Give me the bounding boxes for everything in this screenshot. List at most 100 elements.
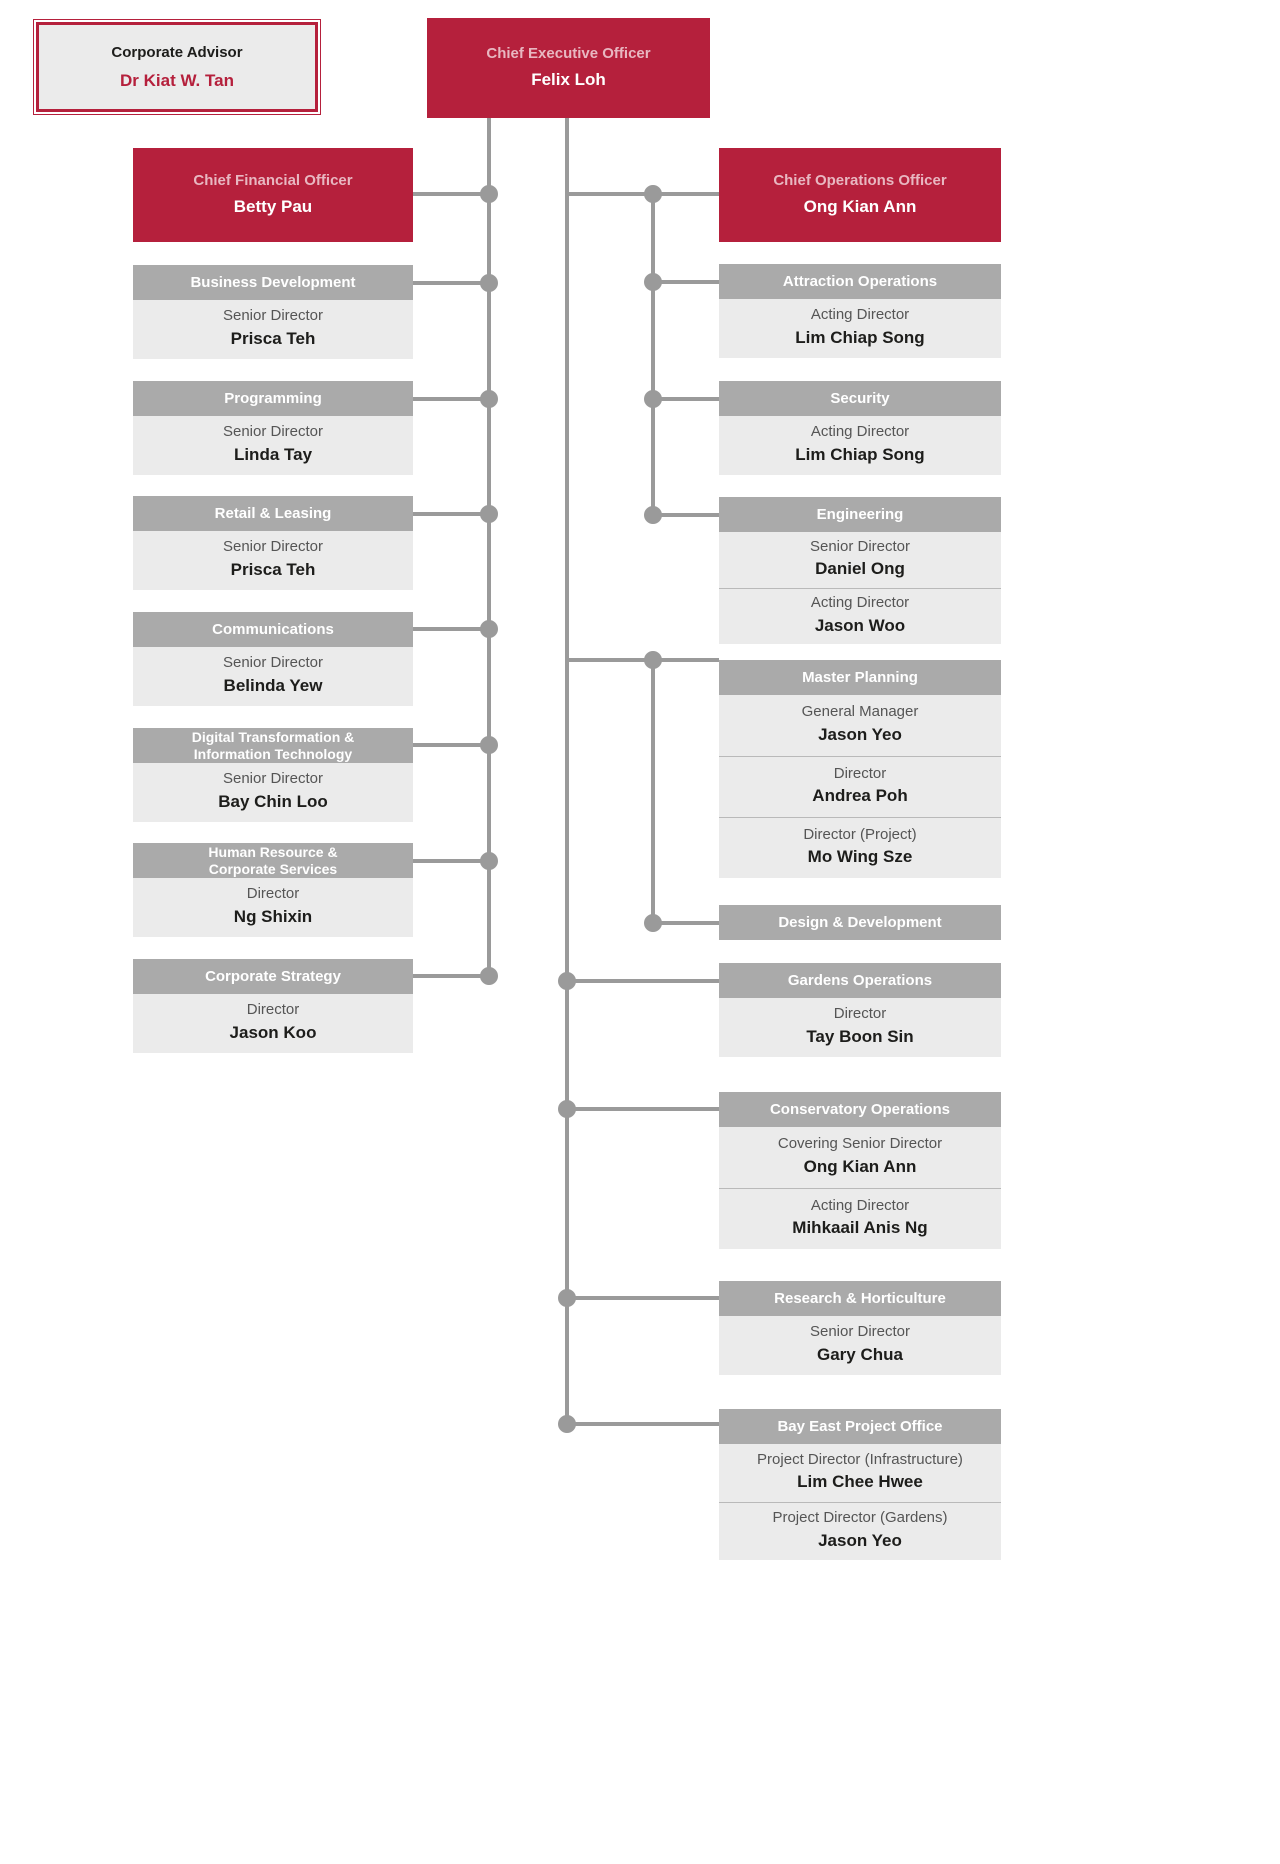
person-entry: Senior Director Linda Tay <box>133 416 413 475</box>
person-role: Senior Director <box>222 423 324 441</box>
unit-body: Director Ng Shixin <box>133 878 413 937</box>
person-name: Ong Kian Ann <box>803 1156 917 1176</box>
unit-body: Senior Director Bay Chin Loo <box>133 763 413 822</box>
person-name: Lim Chiap Song <box>795 327 925 347</box>
unit-body: Senior Director Gary Chua <box>719 1316 1001 1375</box>
person-entry: Senior Director Gary Chua <box>719 1316 1001 1375</box>
person-entry: Project Director (Gardens) Jason Yeo <box>719 1502 1001 1560</box>
person-entry: Senior Director Bay Chin Loo <box>133 763 413 822</box>
unit-header: Security <box>719 381 1001 416</box>
person-role: Senior Director <box>222 654 324 672</box>
unit-body: Senior Director Daniel Ong Acting Direct… <box>719 532 1001 644</box>
person-entry: Acting Director Mihkaail Anis Ng <box>719 1188 1001 1249</box>
person-entry: Director Tay Boon Sin <box>719 998 1001 1057</box>
advisor-title: Corporate Advisor <box>111 43 243 61</box>
node-chief-operations-officer[interactable]: Chief Operations Officer Ong Kian Ann <box>719 148 1001 242</box>
person-entry: Senior Director Daniel Ong <box>719 532 1001 588</box>
person-role: Senior Director <box>809 1323 911 1341</box>
unit-business-development[interactable]: Business Development Senior Director Pri… <box>133 265 413 359</box>
unit-corporate-strategy[interactable]: Corporate Strategy Director Jason Koo <box>133 959 413 1053</box>
unit-body: Senior Director Prisca Teh <box>133 531 413 590</box>
unit-master-planning[interactable]: Master Planning General Manager Jason Ye… <box>719 660 1001 878</box>
person-entry: Covering Senior Director Ong Kian Ann <box>719 1127 1001 1188</box>
person-entry: Senior Director Prisca Teh <box>133 300 413 359</box>
person-entry: Acting Director Lim Chiap Song <box>719 416 1001 475</box>
node-chief-executive-officer[interactable]: Chief Executive Officer Felix Loh <box>427 18 710 118</box>
advisor-name: Dr Kiat W. Tan <box>120 70 234 90</box>
unit-body: General Manager Jason Yeo Director Andre… <box>719 695 1001 878</box>
coo-title: Chief Operations Officer <box>773 172 947 190</box>
unit-header: Communications <box>133 612 413 647</box>
ceo-name: Felix Loh <box>531 69 606 89</box>
unit-header: Engineering <box>719 497 1001 532</box>
unit-header: Conservatory Operations <box>719 1092 1001 1127</box>
unit-research-and-horticulture[interactable]: Research & Horticulture Senior Director … <box>719 1281 1001 1375</box>
unit-gardens-operations[interactable]: Gardens Operations Director Tay Boon Sin <box>719 963 1001 1057</box>
person-role: Acting Director <box>810 306 910 324</box>
unit-conservatory-operations[interactable]: Conservatory Operations Covering Senior … <box>719 1092 1001 1249</box>
person-entry: Senior Director Belinda Yew <box>133 647 413 706</box>
unit-body: Project Director (Infrastructure) Lim Ch… <box>719 1444 1001 1560</box>
person-role: Director (Project) <box>803 825 917 843</box>
unit-header: Master Planning <box>719 660 1001 695</box>
person-role: Director <box>246 885 300 903</box>
person-role: Acting Director <box>810 423 910 441</box>
ceo-title: Chief Executive Officer <box>486 45 651 63</box>
person-name: Linda Tay <box>233 444 313 464</box>
person-role: Senior Director <box>222 538 324 556</box>
person-role: Director <box>833 764 887 782</box>
node-corporate-advisor[interactable]: Corporate Advisor Dr Kiat W. Tan <box>33 19 321 115</box>
unit-body: Covering Senior Director Ong Kian Ann Ac… <box>719 1127 1001 1249</box>
unit-human-resource-and-corporate-services[interactable]: Human Resource & Corporate Services Dire… <box>133 843 413 937</box>
unit-header: Human Resource & Corporate Services <box>133 843 413 878</box>
person-name: Prisca Teh <box>230 328 316 348</box>
unit-attraction-operations[interactable]: Attraction Operations Acting Director Li… <box>719 264 1001 358</box>
unit-retail-and-leasing[interactable]: Retail & Leasing Senior Director Prisca … <box>133 496 413 590</box>
unit-header: Bay East Project Office <box>719 1409 1001 1444</box>
unit-header: Research & Horticulture <box>719 1281 1001 1316</box>
person-name: Bay Chin Loo <box>218 791 328 811</box>
person-role: Acting Director <box>810 594 910 612</box>
unit-header: Gardens Operations <box>719 963 1001 998</box>
unit-security[interactable]: Security Acting Director Lim Chiap Song <box>719 381 1001 475</box>
person-name: Ng Shixin <box>233 906 313 926</box>
person-entry: Director Andrea Poh <box>719 756 1001 817</box>
person-name: Mihkaail Anis Ng <box>792 1218 928 1238</box>
person-name: Lim Chee Hwee <box>797 1472 923 1492</box>
person-name: Andrea Poh <box>812 786 908 806</box>
person-name: Jason Yeo <box>818 724 902 744</box>
unit-digital-transformation-and-it[interactable]: Digital Transformation & Information Tec… <box>133 728 413 822</box>
person-name: Mo Wing Sze <box>807 847 913 867</box>
unit-bay-east-project-office[interactable]: Bay East Project Office Project Director… <box>719 1409 1001 1560</box>
person-entry: Senior Director Prisca Teh <box>133 531 413 590</box>
person-role: Project Director (Gardens) <box>772 1509 948 1527</box>
person-name: Daniel Ong <box>815 559 905 579</box>
unit-header: Design & Development <box>719 905 1001 940</box>
unit-header: Business Development <box>133 265 413 300</box>
person-name: Lim Chiap Song <box>795 444 925 464</box>
node-chief-financial-officer[interactable]: Chief Financial Officer Betty Pau <box>133 148 413 242</box>
unit-body: Director Jason Koo <box>133 994 413 1053</box>
person-role: Senior Director <box>809 537 911 555</box>
person-role: General Manager <box>801 703 919 721</box>
unit-header: Retail & Leasing <box>133 496 413 531</box>
unit-programming[interactable]: Programming Senior Director Linda Tay <box>133 381 413 475</box>
person-role: Senior Director <box>222 770 324 788</box>
person-name: Prisca Teh <box>230 559 316 579</box>
unit-body: Senior Director Belinda Yew <box>133 647 413 706</box>
unit-engineering[interactable]: Engineering Senior Director Daniel Ong A… <box>719 497 1001 644</box>
unit-body: Director Tay Boon Sin <box>719 998 1001 1057</box>
person-entry: Acting Director Jason Woo <box>719 588 1001 644</box>
person-entry: General Manager Jason Yeo <box>719 695 1001 756</box>
person-name: Belinda Yew <box>223 675 323 695</box>
unit-design-and-development[interactable]: Design & Development <box>719 905 1001 940</box>
unit-header: Programming <box>133 381 413 416</box>
person-role: Senior Director <box>222 307 324 325</box>
person-entry: Acting Director Lim Chiap Song <box>719 299 1001 358</box>
person-entry: Director Ng Shixin <box>133 878 413 937</box>
unit-header: Attraction Operations <box>719 264 1001 299</box>
person-name: Jason Woo <box>814 615 906 635</box>
unit-communications[interactable]: Communications Senior Director Belinda Y… <box>133 612 413 706</box>
person-role: Director <box>833 1005 887 1023</box>
